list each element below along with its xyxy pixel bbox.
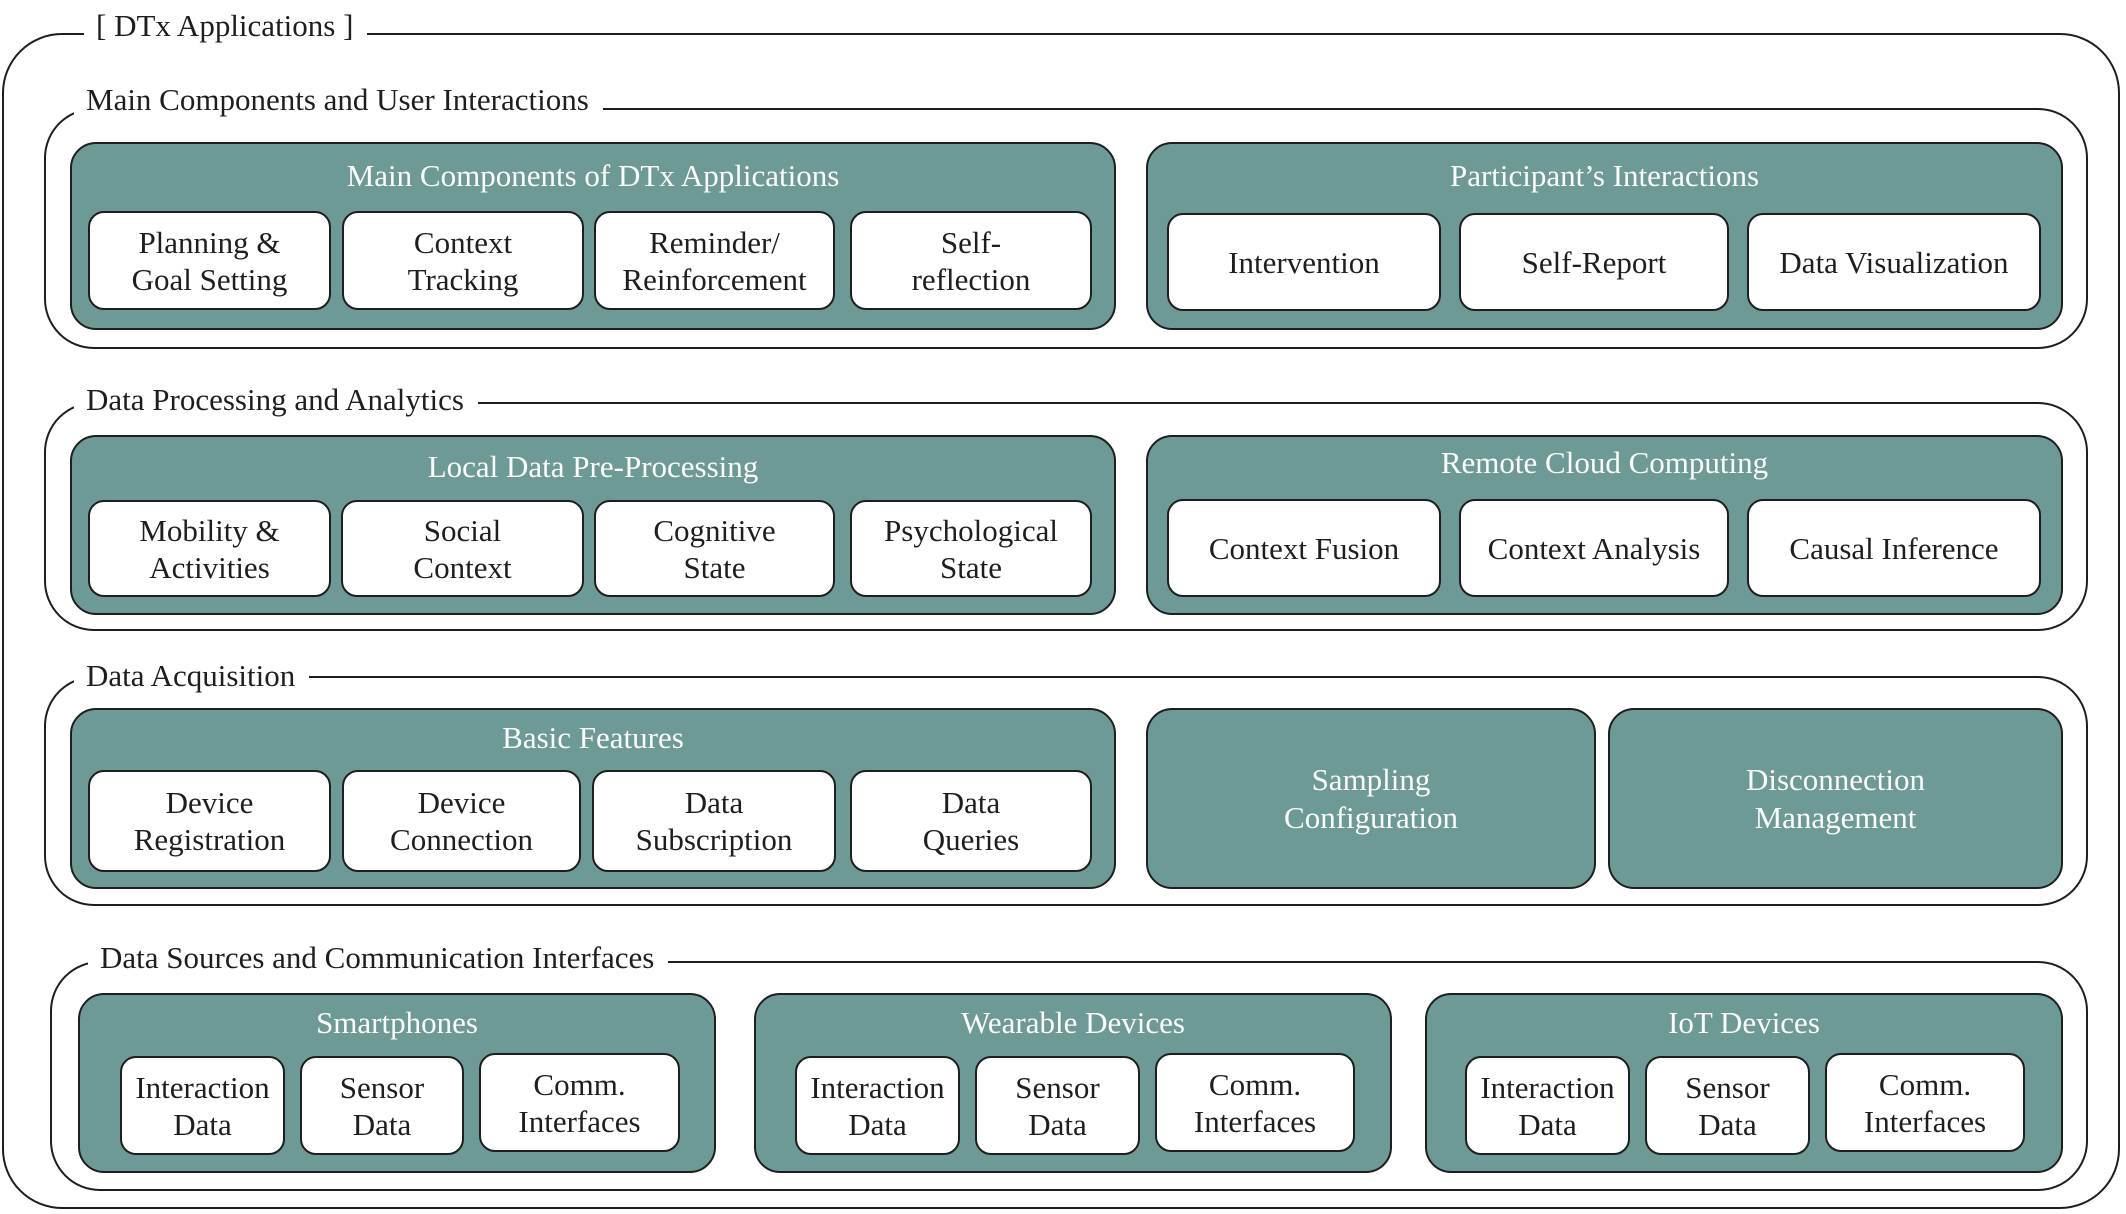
box-context-fusion: Context Fusion — [1167, 499, 1441, 597]
box-label: Context Analysis — [1487, 530, 1701, 566]
box-self-reflection: Self- reflection — [850, 211, 1092, 310]
diagram-title: [ DTx Applications ] — [84, 8, 368, 44]
box-device-connection: Device Connection — [342, 770, 581, 872]
panel-interactions-title: Participant’s Interactions — [1449, 158, 1760, 193]
layer-data-acquisition — [44, 676, 2088, 906]
box-iot-interaction-data: Interaction Data — [1465, 1056, 1630, 1155]
box-iot-sensor-data: Sensor Data — [1645, 1056, 1810, 1155]
panel-basic-title: Basic Features — [502, 720, 684, 755]
box-psychological-state: Psychological State — [850, 500, 1092, 597]
box-label: Context Tracking — [407, 224, 519, 297]
layer-data-processing — [44, 402, 2088, 631]
box-smartphones-comm-interfaces: Comm. Interfaces — [479, 1053, 680, 1152]
box-label: Device Registration — [133, 785, 286, 857]
box-context-analysis: Context Analysis — [1459, 499, 1729, 597]
box-label: Sensor Data — [1685, 1069, 1770, 1142]
box-intervention: Intervention — [1167, 213, 1441, 311]
layer-acquisition-label: Data Acquisition — [74, 658, 310, 694]
box-label: Intervention — [1228, 244, 1380, 280]
panel-iot-title: IoT Devices — [1668, 1005, 1820, 1040]
box-label: Interaction Data — [135, 1069, 270, 1142]
box-label: Reminder/ Reinforcement — [622, 224, 807, 297]
panel-sampling-configuration: Sampling Configuration — [1146, 708, 1596, 889]
box-label: Context Fusion — [1208, 530, 1400, 566]
box-wearables-interaction-data: Interaction Data — [795, 1056, 960, 1155]
box-label: Disconnection Management — [1745, 761, 1926, 835]
box-label: Interaction Data — [1480, 1069, 1615, 1142]
box-label: Data Visualization — [1779, 244, 2009, 280]
dtx-applications-frame — [2, 33, 2120, 1209]
panel-wearables-title: Wearable Devices — [961, 1005, 1185, 1040]
box-label: Self- reflection — [911, 224, 1031, 297]
box-wearables-comm-interfaces: Comm. Interfaces — [1155, 1053, 1355, 1152]
panel-smartphones-title: Smartphones — [316, 1005, 478, 1040]
box-label: Comm. Interfaces — [1193, 1066, 1317, 1139]
box-iot-comm-interfaces: Comm. Interfaces — [1825, 1053, 2025, 1152]
panel-local-title: Local Data Pre-Processing — [427, 449, 759, 484]
box-label: Comm. Interfaces — [518, 1066, 641, 1139]
box-label: Sensor Data — [339, 1069, 425, 1142]
box-context-tracking: Context Tracking — [342, 211, 584, 310]
box-reminder-reinforcement: Reminder/ Reinforcement — [594, 211, 835, 310]
box-label: Comm. Interfaces — [1863, 1066, 1987, 1139]
box-label: Interaction Data — [810, 1069, 945, 1142]
box-label: Causal Inference — [1789, 530, 1999, 566]
box-mobility-activities: Mobility & Activities — [88, 500, 331, 597]
layer-main-components — [44, 108, 2088, 349]
layer-processing-label: Data Processing and Analytics — [74, 382, 478, 418]
panel-main-components-title: Main Components of DTx Applications — [346, 158, 840, 193]
box-label: Social Context — [413, 512, 512, 585]
box-planning-goal-setting: Planning & Goal Setting — [88, 211, 331, 310]
layer-sources-label: Data Sources and Communication Interface… — [88, 940, 669, 976]
layer-main-label: Main Components and User Interactions — [74, 82, 603, 118]
box-label: Cognitive State — [653, 512, 776, 585]
box-cognitive-state: Cognitive State — [594, 500, 835, 597]
box-wearables-sensor-data: Sensor Data — [975, 1056, 1140, 1155]
panel-cloud-title: Remote Cloud Computing — [1440, 445, 1769, 480]
panel-disconnection-management: Disconnection Management — [1608, 708, 2063, 889]
box-data-queries: Data Queries — [850, 770, 1092, 872]
box-smartphones-interaction-data: Interaction Data — [120, 1056, 285, 1155]
box-label: Sampling Configuration — [1284, 761, 1458, 835]
box-label: Device Connection — [390, 785, 533, 857]
layer-data-sources — [50, 961, 2088, 1191]
box-data-subscription: Data Subscription — [592, 770, 836, 872]
box-label: Data Subscription — [635, 785, 793, 857]
box-label: Self-Report — [1521, 244, 1667, 280]
box-self-report: Self-Report — [1459, 213, 1729, 311]
box-label: Data Queries — [922, 785, 1020, 857]
box-social-context: Social Context — [341, 500, 584, 597]
box-data-visualization: Data Visualization — [1747, 213, 2041, 311]
box-causal-inference: Causal Inference — [1747, 499, 2041, 597]
box-smartphones-sensor-data: Sensor Data — [300, 1056, 464, 1155]
box-label: Mobility & Activities — [139, 512, 280, 585]
box-device-registration: Device Registration — [88, 770, 331, 872]
box-label: Sensor Data — [1015, 1069, 1100, 1142]
box-label: Planning & Goal Setting — [131, 224, 288, 297]
box-label: Psychological State — [884, 512, 1058, 585]
